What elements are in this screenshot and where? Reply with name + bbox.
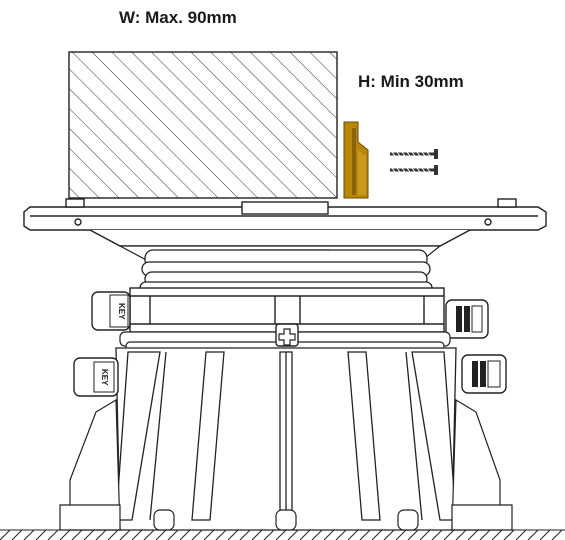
base-feet [153, 509, 419, 531]
plus-marker [275, 323, 299, 347]
screws [390, 149, 438, 175]
key-lock-right-upper [445, 299, 489, 339]
top-plate [23, 198, 547, 247]
screw-bottom [390, 165, 438, 175]
key-label: KEY [100, 369, 109, 386]
key-label: KEY [117, 303, 126, 320]
key-lock-left-lower: KEY [73, 357, 119, 397]
side-flanges [59, 398, 513, 531]
height-tab [343, 121, 369, 199]
base-body [115, 347, 457, 531]
screw-top [390, 149, 438, 159]
key-lock-right-lower [461, 354, 507, 394]
ground-hatch [0, 529, 565, 540]
min-height-label: H: Min 30mm [358, 72, 464, 91]
key-lock-left-upper: KEY [91, 291, 131, 331]
max-width-label: W: Max. 90mm [119, 8, 237, 27]
wood-beam [68, 51, 338, 199]
